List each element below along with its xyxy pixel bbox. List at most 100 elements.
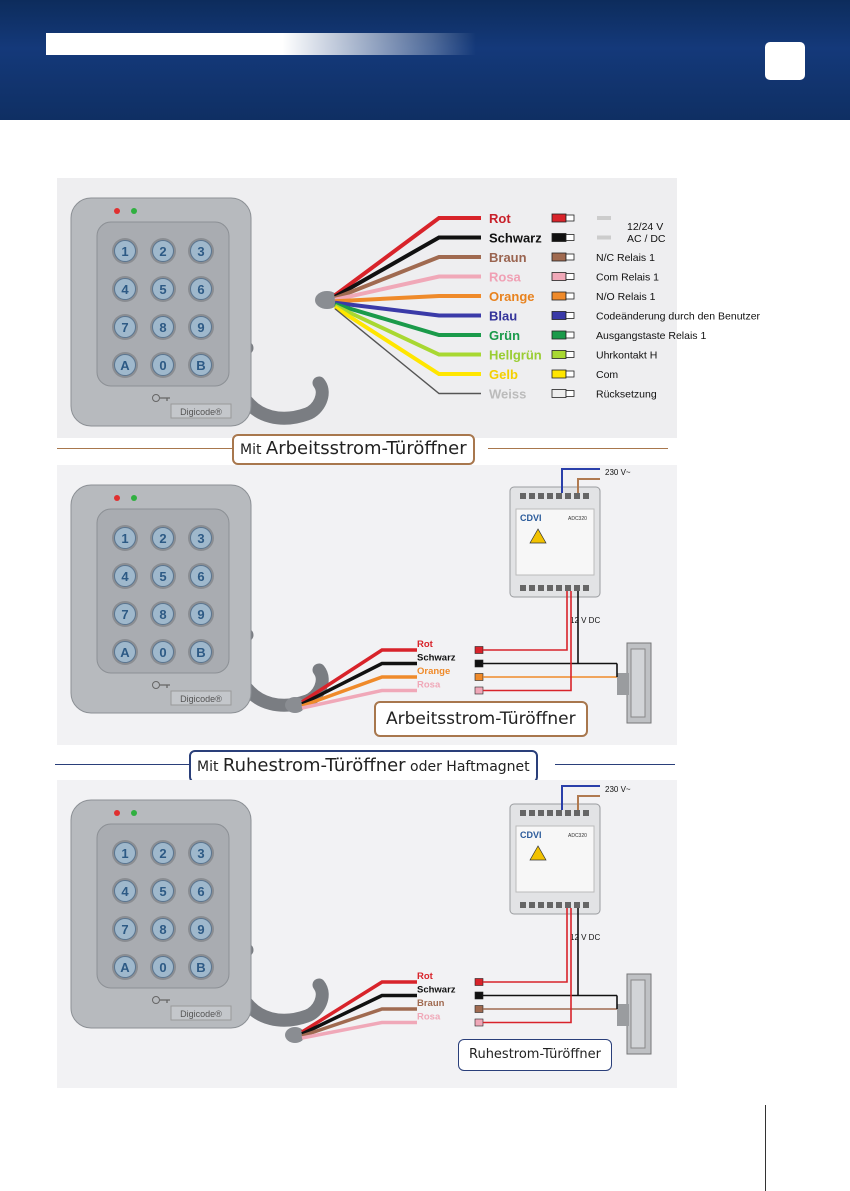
- brand-label: Digicode®: [180, 1009, 222, 1019]
- legend-color-name: Orange: [489, 289, 535, 304]
- legend-function: Rücksetzung: [596, 389, 657, 401]
- psu-model: ADC320: [568, 516, 587, 522]
- legend-function: N/O Relais 1: [596, 291, 656, 303]
- key-face: [152, 641, 174, 663]
- key-label: 0: [159, 358, 166, 373]
- led-green: [131, 208, 137, 214]
- key-face: [190, 918, 212, 940]
- legend-swatch: [551, 291, 567, 301]
- legend-function: Ausgangstaste Relais 1: [596, 330, 706, 342]
- key-label: 1: [121, 846, 128, 861]
- legend-wire: [334, 300, 481, 318]
- key-face: [190, 354, 212, 376]
- legend-function: N/C Relais 1: [596, 252, 655, 264]
- key-face: [190, 603, 212, 625]
- wire-label: Braun: [417, 998, 445, 1009]
- psu-terminal: [556, 902, 562, 908]
- warning-icon: [529, 845, 547, 861]
- key-face: [114, 527, 136, 549]
- legend-wire: [334, 303, 481, 357]
- key-label: 3: [197, 531, 204, 546]
- key-label: 8: [159, 607, 166, 622]
- key-face: [152, 880, 174, 902]
- led-red: [114, 495, 120, 501]
- key-label: 4: [121, 282, 129, 297]
- psu-terminal: [529, 902, 535, 908]
- key-label: 4: [121, 884, 129, 899]
- psu-terminal: [547, 902, 553, 908]
- brand-plate: [170, 1005, 232, 1021]
- psu-terminal: [583, 585, 589, 591]
- key-label: 1: [121, 531, 128, 546]
- key-face: [152, 316, 174, 338]
- psu-terminal: [529, 810, 535, 816]
- legend-dash: [597, 216, 611, 220]
- legend-terminal: [565, 253, 575, 261]
- section2-lock-label: Ruhestrom-Türöffner: [458, 1039, 612, 1071]
- key-face: [152, 565, 174, 587]
- key-face: [190, 240, 212, 262]
- key-face: [190, 641, 212, 663]
- key-icon-shaft: [160, 684, 170, 688]
- psu-terminal: [565, 585, 571, 591]
- legend-terminal: [565, 312, 575, 319]
- legend-color-name: Weiss: [489, 387, 526, 402]
- door-strike-plate: [630, 648, 646, 718]
- wire-terminal: [474, 1005, 484, 1013]
- legend-wire: [334, 274, 481, 302]
- psu-terminal: [520, 585, 526, 591]
- header-title-bar: [46, 33, 476, 55]
- wire-terminal: [474, 646, 484, 654]
- brand-label: Digicode®: [180, 694, 222, 704]
- section2-divider: [55, 764, 189, 765]
- key-face: [114, 641, 136, 663]
- key-label: 0: [159, 960, 166, 975]
- psu-terminal: [574, 902, 580, 908]
- led-green: [131, 495, 137, 501]
- legend-terminal: [565, 331, 575, 339]
- legend-swatch: [551, 272, 567, 281]
- psu-terminal: [556, 585, 562, 591]
- psu-model: ADC320: [568, 833, 587, 839]
- legend-function: Com Relais 1: [596, 272, 659, 284]
- key-face: [152, 354, 174, 376]
- legend-swatch: [551, 213, 567, 223]
- dc-voltage-label: 12 V DC: [570, 616, 600, 625]
- section1-title: Mit Arbeitsstrom-Türöffner: [232, 434, 475, 465]
- legend-dash: [597, 235, 611, 240]
- key-face: [152, 842, 174, 864]
- connection-red: [483, 908, 568, 983]
- legend-color-name: Hellgrün: [489, 348, 542, 363]
- wire: [301, 1007, 417, 1038]
- brand-plate: [170, 690, 232, 706]
- door-strike-latch: [617, 1004, 629, 1026]
- key-label: 3: [197, 244, 204, 259]
- psu-terminal: [547, 585, 553, 591]
- key-face: [152, 918, 174, 940]
- key-face: [114, 603, 136, 625]
- wire: [301, 980, 417, 1034]
- chapter-marker: [765, 42, 805, 80]
- key-label: B: [196, 960, 205, 975]
- wire-terminal: [474, 991, 484, 1000]
- psu-terminal: [583, 902, 589, 908]
- key-label: B: [196, 645, 205, 660]
- key-label: 9: [197, 922, 204, 937]
- wire-label: Rosa: [417, 1012, 441, 1023]
- key-face: [152, 527, 174, 549]
- legend-swatch: [551, 389, 567, 398]
- key-face: [190, 527, 212, 549]
- wire-terminal: [474, 659, 484, 668]
- connection-red: [483, 591, 568, 651]
- legend-color-name: Rot: [489, 211, 511, 226]
- key-label: B: [196, 358, 205, 373]
- mains-wire-blue: [561, 785, 600, 810]
- wire-label: Orange: [417, 666, 450, 677]
- psu-terminal: [547, 810, 553, 816]
- key-face: [114, 842, 136, 864]
- psu-terminal: [520, 902, 526, 908]
- key-label: 6: [197, 569, 204, 584]
